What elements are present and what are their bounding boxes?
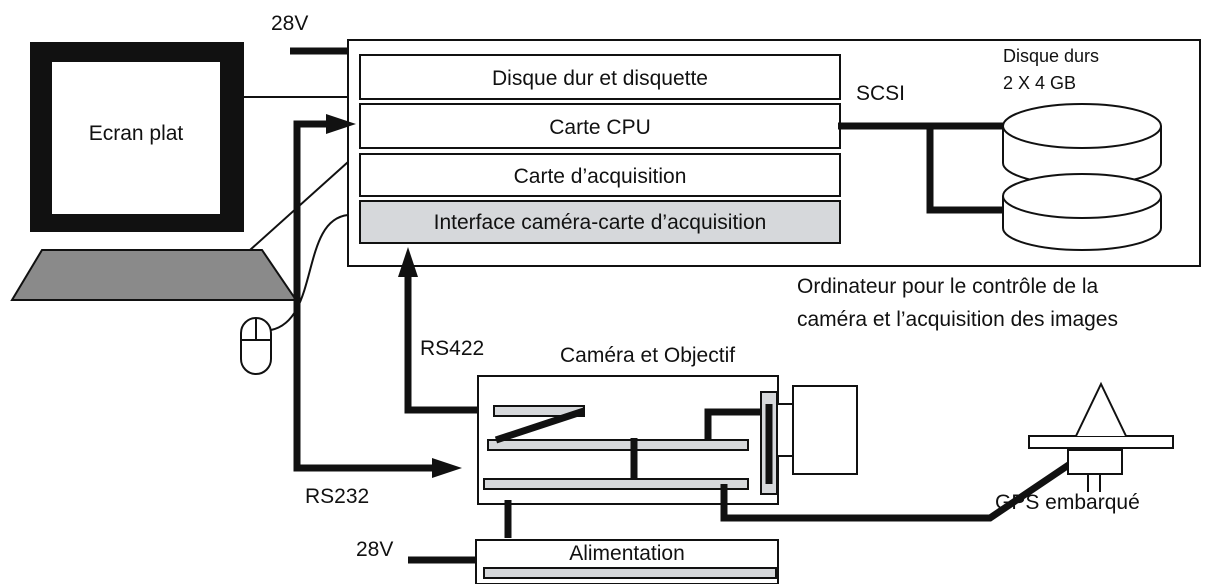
computer-caption-line2: caméra et l’acquisition des images xyxy=(797,308,1118,331)
computer-caption-line1: Ordinateur pour le contrôle de la xyxy=(797,275,1098,298)
monitor-screen xyxy=(52,62,220,214)
bottom-voltage-label: 28V xyxy=(356,538,393,561)
rs232-label: RS232 xyxy=(305,485,369,508)
rs232-line xyxy=(293,120,437,472)
power-supply-board xyxy=(483,567,777,579)
rs232-arrow-cpu xyxy=(326,114,356,134)
cpu-slot-box xyxy=(359,103,841,149)
power-supply-label: Alimentation xyxy=(569,542,685,565)
acquisition-slot-box xyxy=(359,153,841,197)
gps-antenna-icon xyxy=(1028,381,1174,492)
camera-label: Caméra et Objectif xyxy=(560,344,735,367)
hard-disk-1 xyxy=(1002,103,1162,186)
rs232-arrow-camera xyxy=(432,458,462,478)
disk-slot-box xyxy=(359,54,841,100)
disk-slot-label: Disque dur et disquette xyxy=(492,67,708,90)
keyboard-icon xyxy=(10,249,298,301)
camera-board-bottom xyxy=(483,478,749,490)
gps-cable xyxy=(720,457,1078,522)
camera-internal-link-zigzag xyxy=(494,407,586,444)
top-voltage-label: 28V xyxy=(271,12,308,35)
mouse-cable xyxy=(270,214,349,331)
lens-body xyxy=(792,385,858,475)
disks-title-line2: 2 X 4 GB xyxy=(1003,73,1076,93)
monitor-label: Ecran plat xyxy=(89,122,184,145)
scsi-label: SCSI xyxy=(856,82,905,105)
rs422-line xyxy=(404,272,490,414)
lens-collar xyxy=(776,403,794,457)
camera-lens-link xyxy=(704,408,760,440)
scsi-line-branch xyxy=(926,126,1010,214)
camera-board-middle xyxy=(487,439,749,451)
rs422-arrow xyxy=(398,247,418,277)
gps-label: GPS embarqué xyxy=(995,491,1140,514)
hard-disk-2 xyxy=(1002,173,1162,251)
interface-slot-box xyxy=(359,200,841,244)
disks-title-line1: Disque durs xyxy=(1003,46,1099,66)
rs422-label: RS422 xyxy=(420,337,484,360)
cpu-slot-label: Carte CPU xyxy=(549,116,651,139)
interface-slot-label: Interface caméra-carte d’acquisition xyxy=(434,211,767,234)
acquisition-slot-label: Carte d’acquisition xyxy=(514,165,687,188)
